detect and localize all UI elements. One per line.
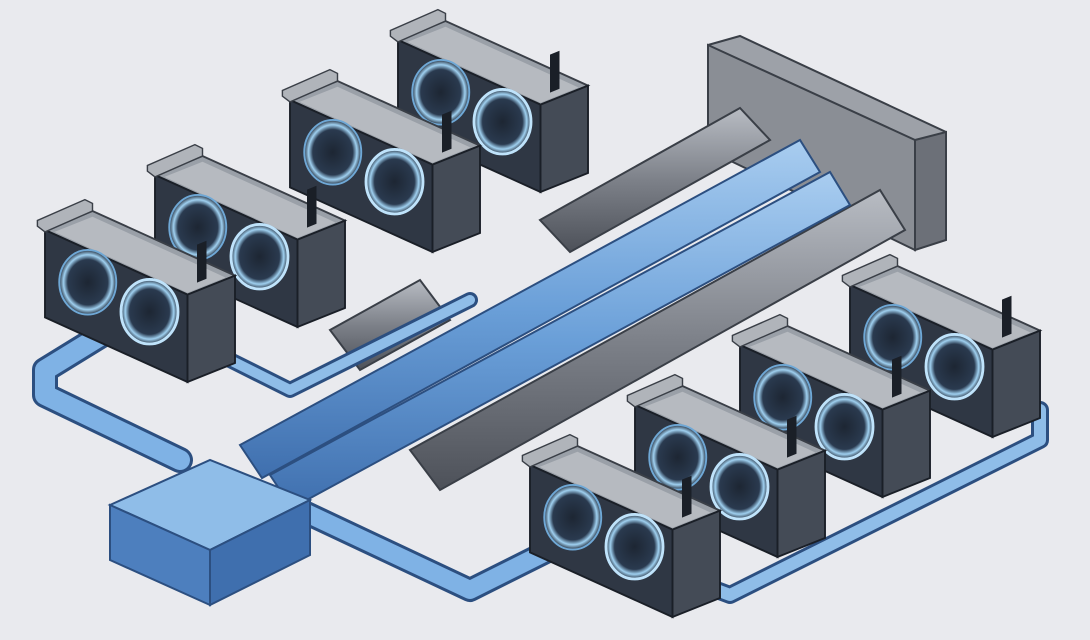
manifold-block bbox=[107, 458, 313, 607]
